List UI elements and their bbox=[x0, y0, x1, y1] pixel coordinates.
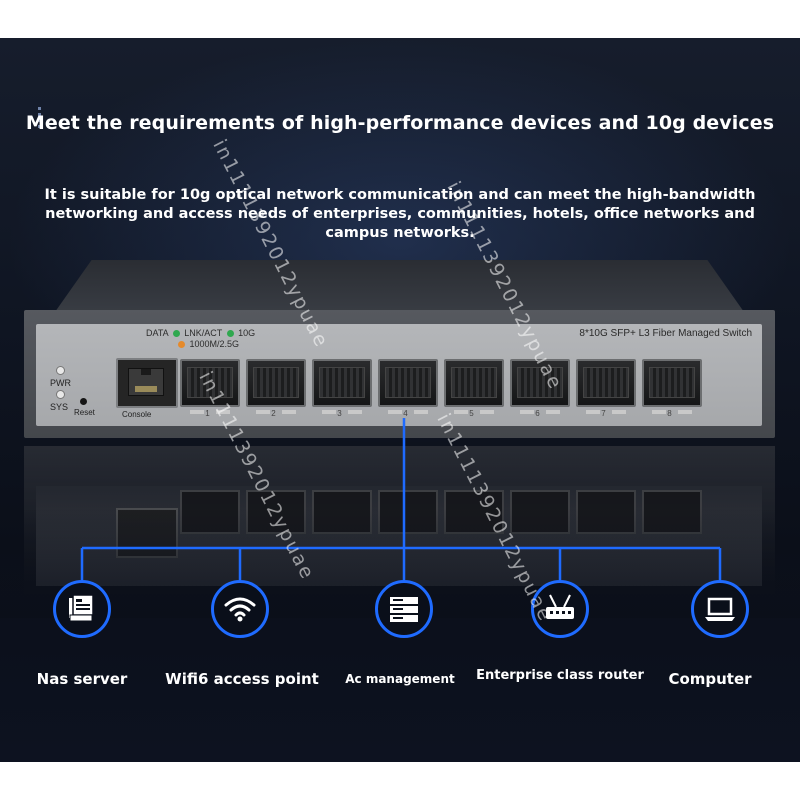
router-label: Enterprise class router bbox=[476, 668, 644, 683]
led-legend-lnk-act: LNK/ACT bbox=[184, 328, 223, 338]
subtext-line-3: campus networks. bbox=[325, 225, 475, 241]
rj45-socket-icon bbox=[128, 368, 164, 396]
pwr-label: PWR bbox=[50, 378, 71, 388]
port-number: 3 bbox=[337, 409, 343, 418]
console-label: Console bbox=[122, 410, 152, 419]
hero-banner: Meet the requirements of high-performanc… bbox=[0, 38, 800, 762]
port-number: 8 bbox=[667, 409, 673, 418]
port-number: 7 bbox=[601, 409, 607, 418]
sfp-port-row: 1 2 3 4 5 6 7 8 bbox=[180, 359, 740, 419]
wifi-ap-node bbox=[211, 580, 269, 638]
subtext: It is suitable for 10g optical network c… bbox=[40, 186, 760, 243]
switch-front-panel: DATA LNK/ACT 10G 1000M/2.5G 8*10G SFP+ L… bbox=[36, 324, 762, 426]
sfp-port-1[interactable] bbox=[180, 359, 240, 414]
router-node bbox=[531, 580, 589, 638]
green-led-icon bbox=[226, 330, 234, 337]
sfp-port-5[interactable] bbox=[444, 359, 504, 414]
sfp-port-2[interactable] bbox=[246, 359, 306, 414]
nas-server-label: Nas server bbox=[36, 670, 128, 688]
model-label: 8*10G SFP+ L3 Fiber Managed Switch bbox=[579, 328, 752, 339]
port-number: 1 bbox=[205, 409, 211, 418]
nas-server-node bbox=[53, 580, 111, 638]
switch-front: DATA LNK/ACT 10G 1000M/2.5G 8*10G SFP+ L… bbox=[24, 310, 775, 438]
led-legend-row-2: 1000M/2.5G bbox=[176, 339, 239, 349]
system-led-icon bbox=[56, 390, 65, 399]
led-legend-speed: 1000M/2.5G bbox=[189, 339, 240, 349]
console-port[interactable] bbox=[116, 358, 178, 408]
computer-label: Computer bbox=[668, 670, 752, 688]
sys-label: SYS bbox=[50, 402, 69, 412]
wifi-ap-label: Wifi6 access point bbox=[165, 670, 319, 688]
orange-led-icon bbox=[178, 341, 185, 348]
ac-management-node bbox=[375, 580, 433, 638]
laptop-icon bbox=[705, 597, 735, 621]
ac-management-icon bbox=[390, 597, 418, 622]
sfp-port-7[interactable] bbox=[576, 359, 636, 414]
ac-management-label: Ac management bbox=[345, 672, 455, 686]
sfp-port-6[interactable] bbox=[510, 359, 570, 414]
headline: Meet the requirements of high-performanc… bbox=[25, 112, 775, 134]
port-number: 5 bbox=[469, 409, 475, 418]
wifi-icon bbox=[224, 597, 256, 622]
sfp-port-3[interactable] bbox=[312, 359, 372, 414]
led-legend-10g: 10G bbox=[238, 328, 256, 338]
reset-label: Reset bbox=[74, 408, 95, 417]
computer-node bbox=[691, 580, 749, 638]
power-led-icon bbox=[56, 366, 65, 375]
sfp-port-8[interactable] bbox=[642, 359, 702, 414]
network-topology-lines bbox=[80, 418, 722, 580]
subtext-line-1: It is suitable for 10g optical network c… bbox=[44, 187, 756, 203]
reset-button[interactable] bbox=[80, 398, 87, 405]
led-legend-row-1: DATA LNK/ACT 10G bbox=[146, 328, 255, 338]
led-legend-data: DATA bbox=[146, 328, 169, 338]
green-led-icon bbox=[172, 330, 180, 337]
subtext-line-2: networking and access needs of enterpris… bbox=[45, 206, 755, 222]
port-number: 4 bbox=[403, 409, 409, 418]
nas-server-icon bbox=[69, 594, 94, 622]
port-number: 6 bbox=[535, 409, 541, 418]
decorative-ticks bbox=[38, 107, 41, 137]
port-number: 2 bbox=[271, 409, 277, 418]
router-icon bbox=[546, 594, 574, 619]
sfp-port-4[interactable] bbox=[378, 359, 438, 414]
